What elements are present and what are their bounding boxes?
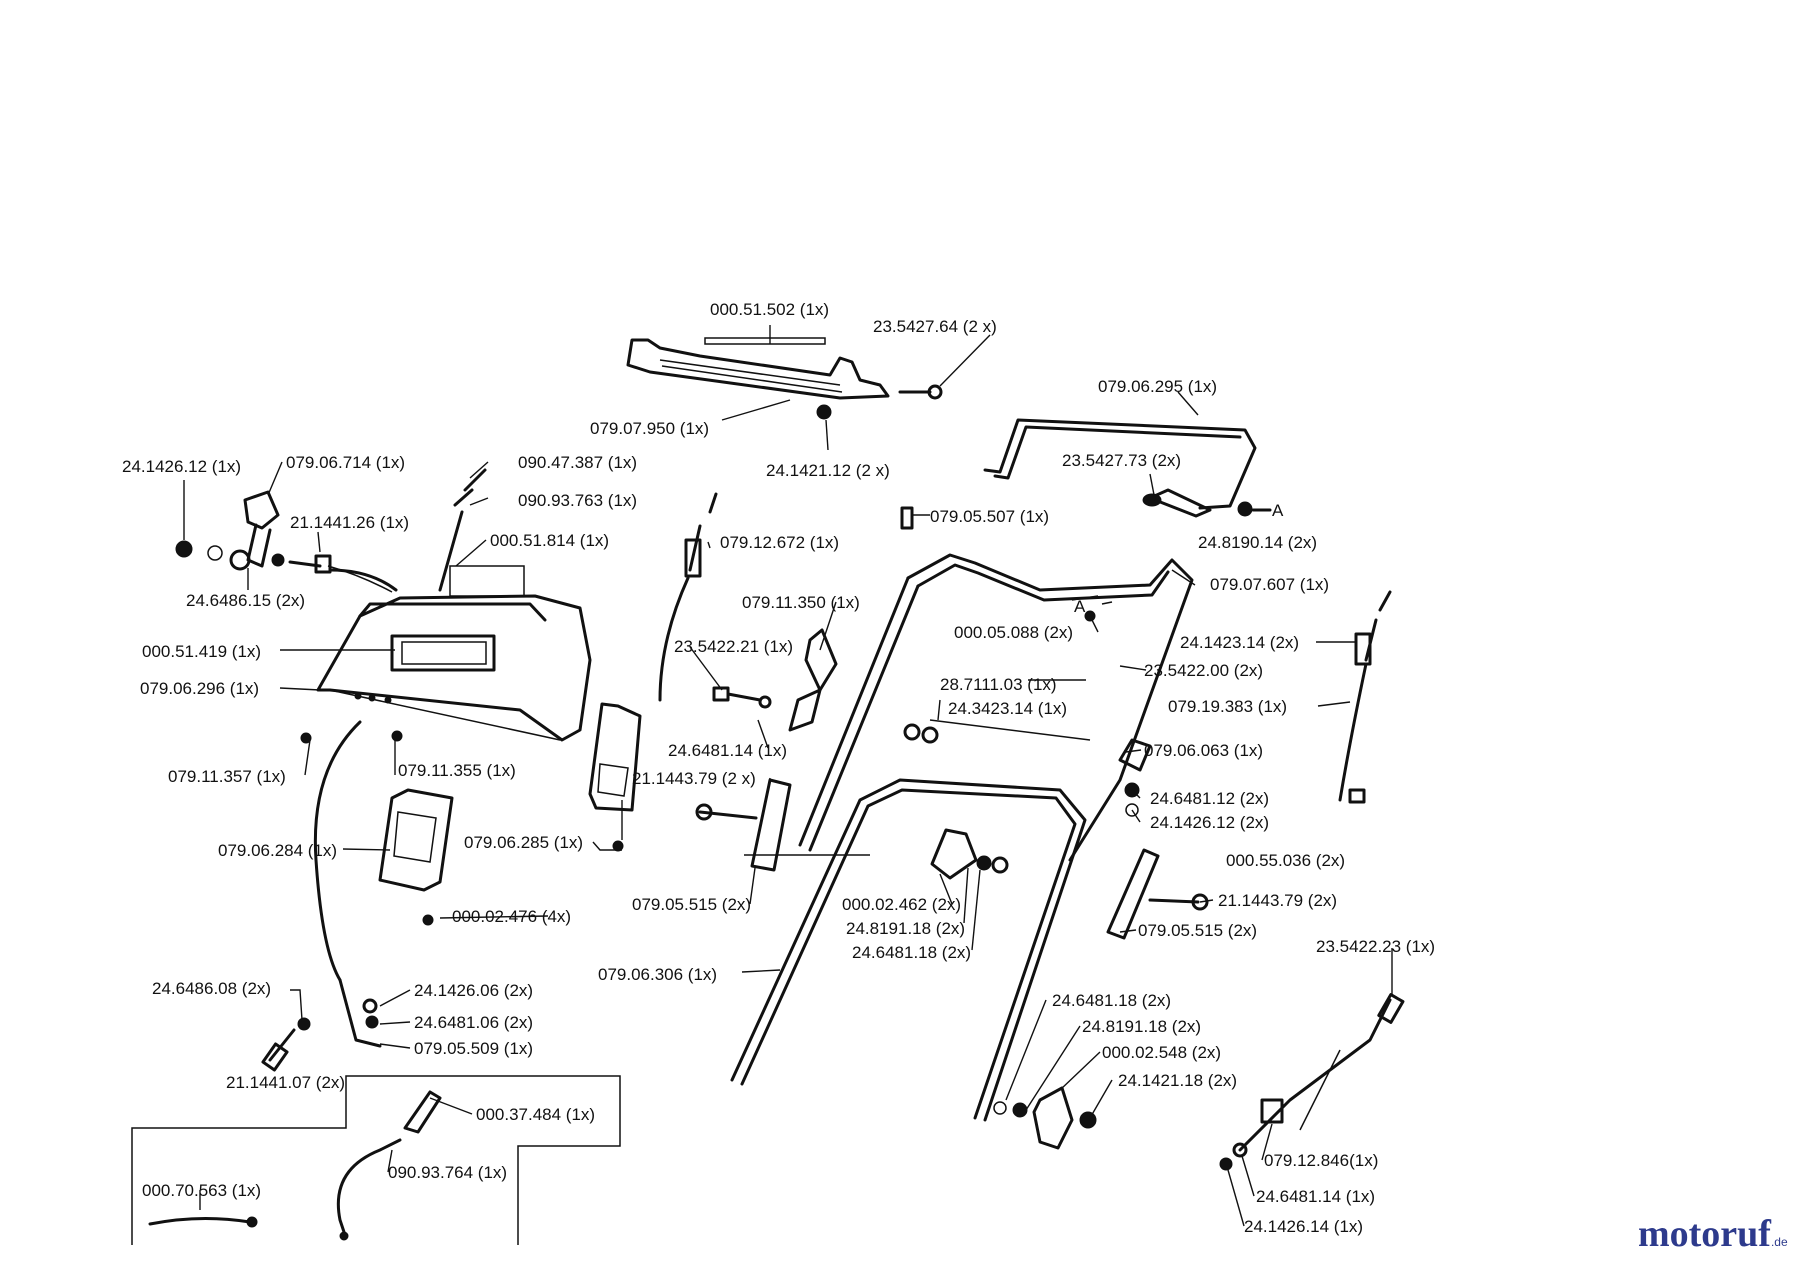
part-label: 079.06.285 (1x) <box>464 833 583 852</box>
part-label: 079.11.355 (1x) <box>398 761 516 780</box>
logo-suffix: .de <box>1770 1235 1788 1249</box>
part-label: 079.12.672 (1x) <box>720 533 839 552</box>
part-label: 090.47.387 (1x) <box>518 453 637 472</box>
part-label: 000.51.502 (1x) <box>710 300 829 319</box>
part-label: 079.06.284 (1x) <box>218 841 337 860</box>
part-label: 21.1443.79 (2 x) <box>632 769 756 788</box>
part-label: 23.5422.23 (1x) <box>1316 937 1435 956</box>
part-label: 000.02.476 (4x) <box>452 907 571 926</box>
part-label: 000.37.484 (1x) <box>476 1105 595 1124</box>
part-label: 23.5422.00 (2x) <box>1144 661 1263 680</box>
part-label: 079.05.515 (2x) <box>1138 921 1257 940</box>
cable-clips-drawing <box>300 702 642 926</box>
bracket-drawing <box>626 337 943 420</box>
part-label: 079.05.507 (1x) <box>930 507 1049 526</box>
part-label: 079.06.714 (1x) <box>286 453 405 472</box>
right-cable-drawing <box>1118 590 1392 817</box>
part-label: 079.12.846(1x) <box>1264 1151 1378 1170</box>
part-label: 23.5427.64 (2 x) <box>873 317 997 336</box>
part-label: 079.06.306 (1x) <box>598 965 717 984</box>
part-label: 24.6481.14 (1x) <box>668 741 787 760</box>
part-label: 24.6486.15 (2x) <box>186 591 305 610</box>
top-bar-drawing <box>983 418 1272 518</box>
part-label: 24.8190.14 (2x) <box>1198 533 1317 552</box>
part-label: 21.1443.79 (2x) <box>1218 891 1337 910</box>
part-label: 24.6481.14 (1x) <box>1256 1187 1375 1206</box>
part-label: 24.8191.18 (2x) <box>846 919 965 938</box>
lever-drawing <box>712 628 838 732</box>
part-label: 24.3423.14 (1x) <box>948 699 1067 718</box>
part-label: 24.1426.12 (2x) <box>1150 813 1269 832</box>
arrows <box>327 565 1113 605</box>
left-cable-drawing <box>261 720 382 1072</box>
part-label: A <box>1074 597 1086 616</box>
leader-lines <box>183 325 1393 1227</box>
control-box-drawing <box>316 565 592 742</box>
switch-cluster-drawing <box>175 490 332 574</box>
part-label: 079.06.063 (1x) <box>1144 741 1263 760</box>
switch-cable-drawing <box>328 468 487 592</box>
part-label: 000.70.563 (1x) <box>142 1181 261 1200</box>
part-label: 21.1441.07 (2x) <box>226 1073 345 1092</box>
part-label: 000.02.462 (2x) <box>842 895 961 914</box>
part-label: A <box>1272 501 1284 520</box>
part-label: 090.93.763 (1x) <box>518 491 637 510</box>
part-label: 000.55.036 (2x) <box>1226 851 1345 870</box>
part-label: 24.6481.06 (2x) <box>414 1013 533 1032</box>
part-label: 000.51.814 (1x) <box>490 531 609 550</box>
throttle-cable-drawing <box>658 492 718 702</box>
upper-handle-drawing <box>798 506 1194 862</box>
part-label: 24.8191.18 (2x) <box>1082 1017 1201 1036</box>
quick-release-drawing <box>695 778 1209 940</box>
part-label: 000.02.548 (2x) <box>1102 1043 1221 1062</box>
bottom-right-cable-drawing <box>1219 993 1405 1171</box>
part-label: 079.07.950 (1x) <box>590 419 709 438</box>
inset-frame <box>131 1075 621 1245</box>
part-label: 079.06.296 (1x) <box>140 679 259 698</box>
part-label: 21.1441.26 (1x) <box>290 513 409 532</box>
part-label: 23.5427.73 (2x) <box>1062 451 1181 470</box>
part-label: 079.05.509 (1x) <box>414 1039 533 1058</box>
part-label: 079.07.607 (1x) <box>1210 575 1329 594</box>
part-label: 079.11.357 (1x) <box>168 767 286 786</box>
clamp-drawing <box>993 1086 1097 1150</box>
part-labels: 000.51.502 (1x) 23.5427.64 (2 x) 079.07.… <box>122 300 1435 1236</box>
part-label: 000.51.419 (1x) <box>142 642 261 661</box>
lower-handle-drawing <box>730 778 1087 1122</box>
part-label: 24.6481.18 (2x) <box>1052 991 1171 1010</box>
part-label: 24.6481.18 (2x) <box>852 943 971 962</box>
part-label: 079.05.515 (2x) <box>632 895 751 914</box>
part-label: 24.1426.14 (1x) <box>1244 1217 1363 1236</box>
part-label: 079.19.383 (1x) <box>1168 697 1287 716</box>
part-label: 23.5422.21 (1x) <box>674 637 793 656</box>
part-label: 000.05.088 (2x) <box>954 623 1073 642</box>
part-label: 24.1426.12 (1x) <box>122 457 241 476</box>
part-label: 079.06.295 (1x) <box>1098 377 1217 396</box>
part-label: 090.93.764 (1x) <box>388 1163 507 1182</box>
part-label: 24.1421.18 (2x) <box>1118 1071 1237 1090</box>
part-label: 24.6481.12 (2x) <box>1150 789 1269 808</box>
part-label: 24.1421.12 (2 x) <box>766 461 890 480</box>
part-label: 24.6486.08 (2x) <box>152 979 271 998</box>
part-label: 28.7111.03 (1x) <box>940 675 1057 694</box>
part-label: 24.1426.06 (2x) <box>414 981 533 1000</box>
brand-logo[interactable]: motoruf.de <box>1638 1212 1788 1256</box>
logo-text: motoruf <box>1638 1213 1771 1255</box>
part-label: 24.1423.14 (2x) <box>1180 633 1299 652</box>
part-label: 079.11.350 (1x) <box>742 593 860 612</box>
